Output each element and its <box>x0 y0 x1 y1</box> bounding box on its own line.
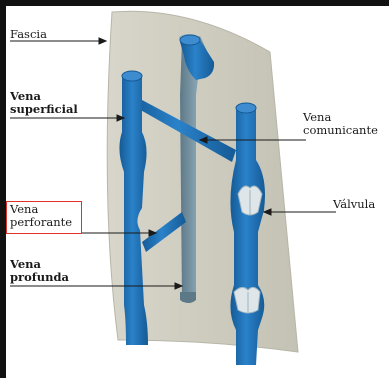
label-fascia: Fascia <box>10 28 47 41</box>
label-vena-comunicante-line2: comunicante <box>303 124 378 137</box>
label-vena-profunda-line2: profunda <box>10 271 69 284</box>
valve-upper <box>238 186 262 215</box>
arrow-fascia <box>99 38 106 44</box>
label-vena-superficial-line2: superficial <box>10 103 78 116</box>
valve-lower <box>234 287 260 313</box>
label-vena-perforante-line2: perforante <box>10 216 72 229</box>
label-valvula: Válvula <box>333 198 375 211</box>
